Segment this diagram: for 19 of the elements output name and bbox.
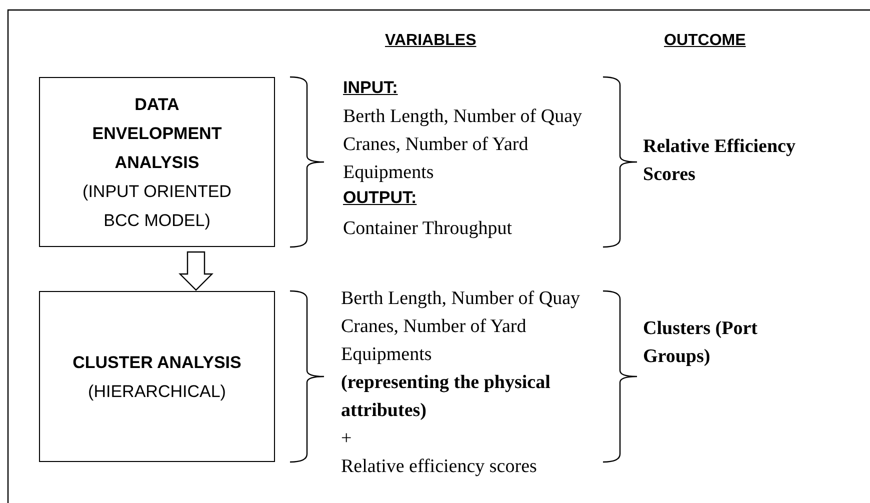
column-heading: VARIABLES (385, 32, 476, 50)
plus-sign: + (341, 427, 352, 451)
variable-list: Container Throughput (343, 215, 603, 243)
section-heading: OUTPUT: (343, 188, 417, 208)
box-title: DATA ENVELOPMENT ANALYSIS (91, 94, 223, 174)
box-subtitle: (INPUT ORIENTED BCC MODEL) (82, 180, 232, 232)
outcome-text: Clusters (Port Groups) (643, 317, 758, 369)
variable-note: (representing the physical attributes) (341, 371, 552, 423)
process-box (39, 291, 275, 462)
section-heading: INPUT: (343, 78, 398, 98)
column-heading: OUTCOME (664, 32, 746, 50)
outcome-text: Relative Efficiency Scores (643, 135, 796, 187)
block-arrow (178, 251, 214, 291)
box-title: CLUSTER ANALYSIS (72, 352, 242, 374)
variable-list: Berth Length, Number of Quay Cranes, Number of Yard Equipments (341, 285, 606, 369)
variable-list: Berth Length, Number of Quay Cranes, Number of Yard Equipments (343, 103, 603, 187)
process-box (39, 77, 275, 247)
box-subtitle: (HIERARCHICAL) (87, 380, 227, 402)
variable-list: Relative efficiency scores (341, 453, 537, 481)
